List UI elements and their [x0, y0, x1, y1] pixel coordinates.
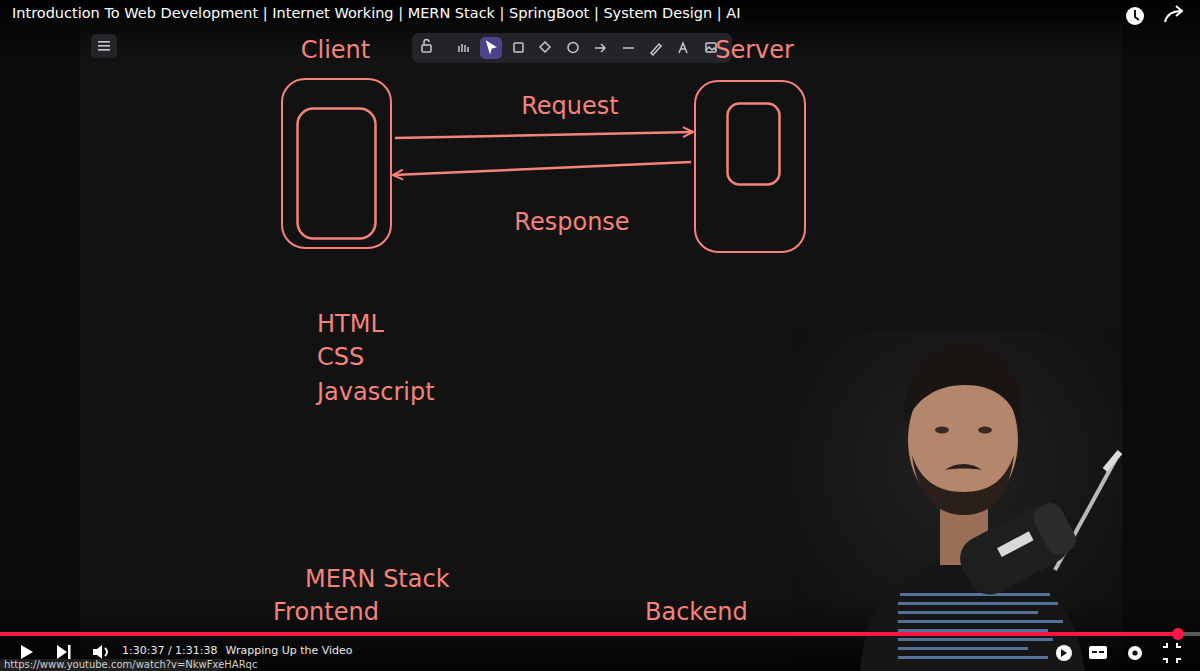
edge-label: Response	[514, 208, 629, 236]
link-preview: https://www.youtube.com/watch?v=NkwFxeHA…	[4, 659, 257, 671]
edge-label: Request	[521, 92, 619, 120]
device-box: Server	[694, 80, 806, 253]
flow-arrow	[393, 162, 691, 175]
flow-arrow	[395, 132, 693, 138]
tech-label: CSS	[317, 343, 364, 371]
inner-screen	[728, 104, 780, 185]
section-label: Backend	[645, 598, 748, 626]
chapter-title: Wrapping Up the Video	[226, 645, 353, 657]
inner-screen	[298, 109, 376, 239]
section-label: Frontend	[273, 598, 379, 626]
menu-icon	[91, 34, 117, 58]
time-readout: 1:30:37 / 1:31:38	[122, 645, 218, 657]
tech-label: HTML	[317, 310, 384, 338]
top-icons	[1126, 6, 1182, 25]
tech-label: Javascript	[317, 378, 435, 406]
node-label: Server	[715, 36, 794, 64]
video-title: Introduction To Web Development | Intern…	[12, 5, 740, 21]
stack-label: MERN Stack	[305, 565, 450, 593]
whiteboard	[80, 22, 1122, 671]
drawing-toolbar	[412, 33, 732, 63]
presenter-figure	[860, 345, 1120, 671]
device-box: Client	[281, 78, 392, 249]
node-label: Client	[301, 36, 370, 64]
progress-bar	[0, 628, 1200, 640]
